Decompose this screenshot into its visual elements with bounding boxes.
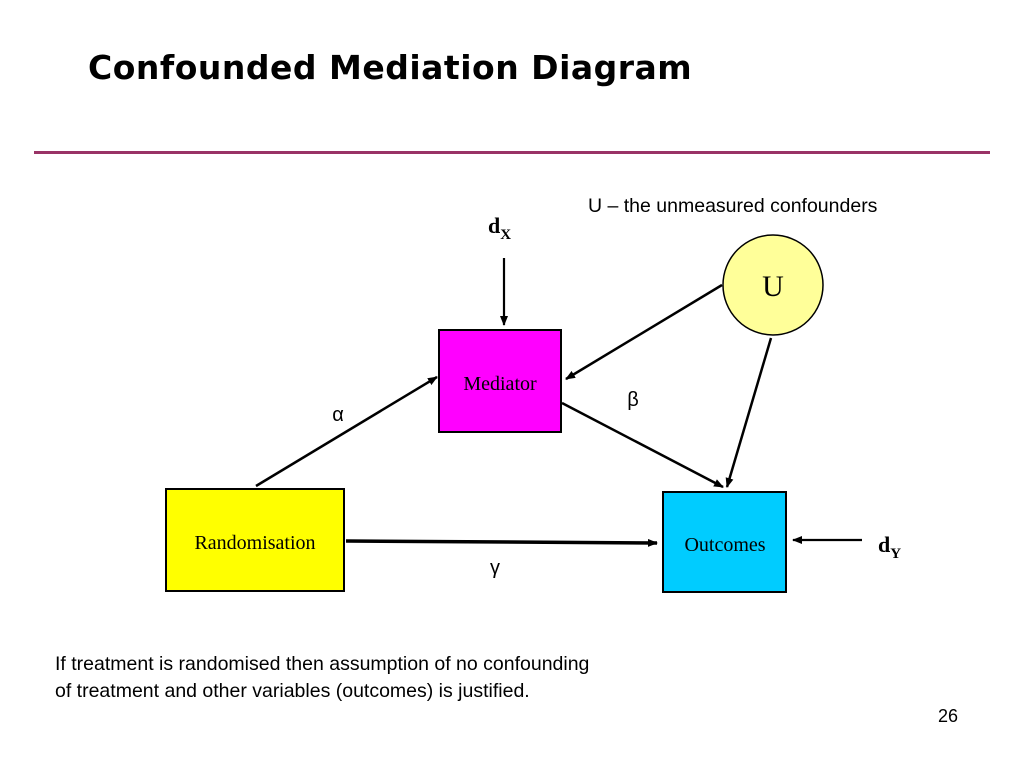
dx-subscript: X bbox=[500, 227, 511, 243]
mediator-node bbox=[438, 329, 562, 433]
path-label-beta: β bbox=[627, 389, 639, 411]
confounder-legend-note: U – the unmeasured confounders bbox=[588, 195, 878, 217]
arrow-mediator-to-outcomes bbox=[561, 401, 724, 489]
footnote-line-2: of treatment and other variables (outcom… bbox=[55, 680, 530, 702]
arrow-randomisation-to-outcomes bbox=[345, 538, 658, 547]
randomisation-label: Randomisation bbox=[194, 532, 315, 554]
arrow-randomisation-to-mediator bbox=[255, 375, 438, 488]
outcomes-node bbox=[662, 491, 787, 593]
confounder-u-label: U bbox=[762, 270, 784, 303]
path-label-gamma: γ bbox=[490, 557, 500, 579]
outcomes-label: Outcomes bbox=[684, 534, 765, 556]
title-divider bbox=[34, 151, 990, 154]
slide-title: Confounded Mediation Diagram bbox=[88, 48, 693, 87]
footnote-line-1: If treatment is randomised then assumpti… bbox=[55, 653, 590, 675]
dx-error-label: dX bbox=[488, 213, 511, 243]
confounder-u-node bbox=[722, 234, 824, 336]
path-label-alpha: α bbox=[332, 404, 344, 426]
dy-subscript: Y bbox=[890, 546, 901, 562]
footnote: If treatment is randomised then assumpti… bbox=[55, 651, 589, 705]
dy-base: d bbox=[878, 532, 890, 557]
dx-base: d bbox=[488, 213, 500, 238]
arrow-u-to-outcomes bbox=[725, 337, 773, 488]
randomisation-node bbox=[165, 488, 345, 592]
arrow-u-to-mediator bbox=[565, 283, 723, 381]
mediator-label: Mediator bbox=[463, 373, 537, 395]
page-number: 26 bbox=[938, 706, 959, 726]
dy-error-label: dY bbox=[878, 532, 901, 562]
